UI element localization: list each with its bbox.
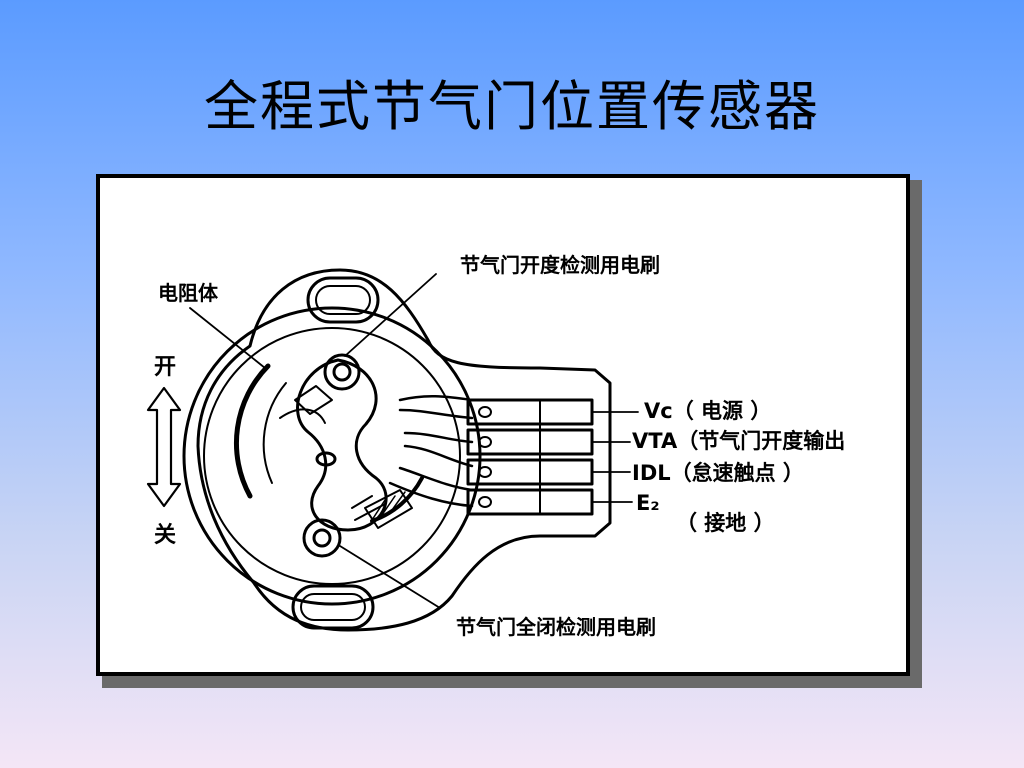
rotor-ring-inner <box>203 327 461 585</box>
resistor-arc <box>233 363 271 499</box>
label-e2-desc: （ 接地 ） <box>676 511 775 535</box>
label-vta: VTA（节气门开度输出 <box>632 429 845 453</box>
upper-brush <box>323 353 361 391</box>
lower-brush <box>302 518 342 558</box>
terminal-e2 <box>466 488 594 516</box>
rotor-arm <box>296 358 388 532</box>
leader-brush-open <box>344 273 437 357</box>
terminal-vta <box>466 428 594 456</box>
label-brush-closed: 节气门全闭检测用电刷 <box>456 615 656 639</box>
sensor-housing <box>196 268 612 632</box>
label-brush-open: 节气门开度检测用电刷 <box>460 253 660 277</box>
throttle-sensor-diagram: 节气门开度检测用电刷 电阻体 开 关 Vc（ 电源 ） VTA（节气门开度输出 … <box>146 253 845 639</box>
slide-title: 全程式节气门位置传感器 <box>204 75 820 138</box>
rotor-shaft-hole <box>315 451 337 467</box>
rotor-ring-outer <box>182 306 482 606</box>
label-open: 开 <box>154 355 176 380</box>
upper-mount-slot <box>306 276 380 324</box>
label-idl: IDL（怠速触点 ） <box>632 461 804 485</box>
leader-resistor <box>189 307 266 369</box>
label-e2: E₂ <box>636 491 660 515</box>
label-close: 关 <box>154 523 176 548</box>
leader-brush-closed <box>339 545 441 609</box>
lower-mount-slot <box>291 584 375 630</box>
label-resistor: 电阻体 <box>158 281 219 305</box>
terminal-vc <box>466 398 594 426</box>
terminal-idl <box>466 458 594 486</box>
double-arrow-vertical-icon <box>146 386 182 508</box>
label-vc: Vc（ 电源 ） <box>644 399 771 423</box>
diagram-frame: 节气门开度检测用电刷 电阻体 开 关 Vc（ 电源 ） VTA（节气门开度输出 … <box>96 174 910 676</box>
